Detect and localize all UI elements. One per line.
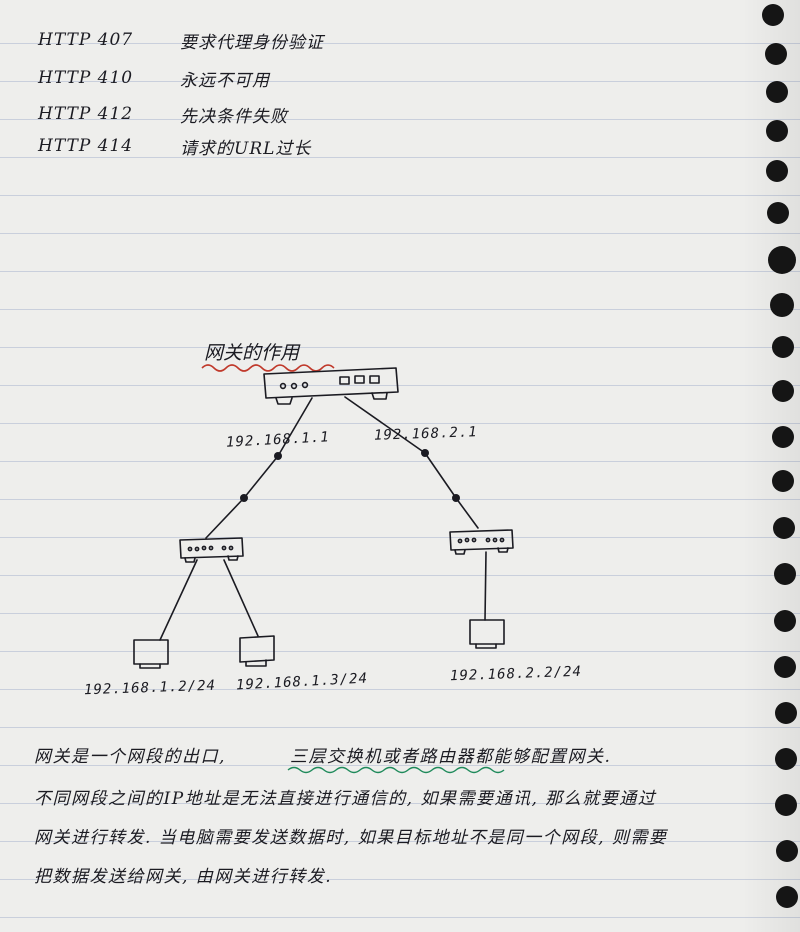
binding-hole: [776, 840, 798, 862]
binding-hole: [772, 380, 794, 402]
computer-icon: [133, 639, 169, 669]
binding-hole: [775, 702, 797, 724]
paragraph-line-highlight: 三层交换机或者路由器都能够配置网关.: [290, 747, 612, 767]
binding-hole: [766, 120, 788, 142]
http-desc: 要求代理身份验证: [180, 33, 324, 53]
http-code: HTTP 414: [38, 136, 134, 156]
link-node: [452, 494, 460, 502]
binding-hole: [772, 470, 794, 492]
paragraph-line: 网关是一个网段的出口,: [34, 747, 226, 767]
computer-icon: [469, 619, 505, 649]
paragraph-line: 网关进行转发. 当电脑需要发送数据时, 如果目标地址不是同一个网段, 则需要: [34, 828, 668, 848]
http-code: HTTP 412: [38, 104, 134, 124]
binding-hole: [772, 426, 794, 448]
binding-hole: [775, 748, 797, 770]
title-underline: [201, 364, 335, 372]
router-icon: [263, 367, 399, 405]
http-desc: 永远不可用: [180, 71, 270, 91]
binding-hole: [768, 246, 796, 274]
binding-hole: [774, 656, 796, 678]
binding-hole: [776, 886, 798, 908]
network-diagram: [133, 367, 514, 669]
spiral-binding: [742, 0, 800, 932]
binding-hole: [766, 160, 788, 182]
switch-icon: [179, 537, 244, 563]
binding-hole: [762, 4, 784, 26]
binding-hole: [766, 81, 788, 103]
binding-hole: [770, 293, 794, 317]
diagram-title: 网关的作用: [204, 342, 300, 364]
paragraph-line: 不同网段之间的IP地址是无法直接进行通信的, 如果需要通讯, 那么就要通过: [34, 789, 657, 809]
highlight-underline: [287, 766, 505, 774]
http-code: HTTP 407: [38, 30, 134, 50]
binding-hole: [774, 610, 796, 632]
http-desc: 先决条件失败: [180, 107, 288, 127]
link-node: [421, 449, 429, 457]
http-desc: 请求的URL过长: [180, 139, 312, 159]
computer-icon: [239, 635, 275, 667]
link-node: [240, 494, 248, 502]
link-node: [274, 452, 282, 460]
http-code: HTTP 410: [38, 68, 134, 88]
binding-hole: [765, 43, 787, 65]
paragraph-line: 把数据发送给网关, 由网关进行转发.: [34, 867, 333, 887]
switch-icon: [449, 529, 514, 555]
binding-hole: [767, 202, 789, 224]
binding-hole: [772, 336, 794, 358]
binding-hole: [773, 517, 795, 539]
binding-hole: [774, 563, 796, 585]
binding-hole: [775, 794, 797, 816]
